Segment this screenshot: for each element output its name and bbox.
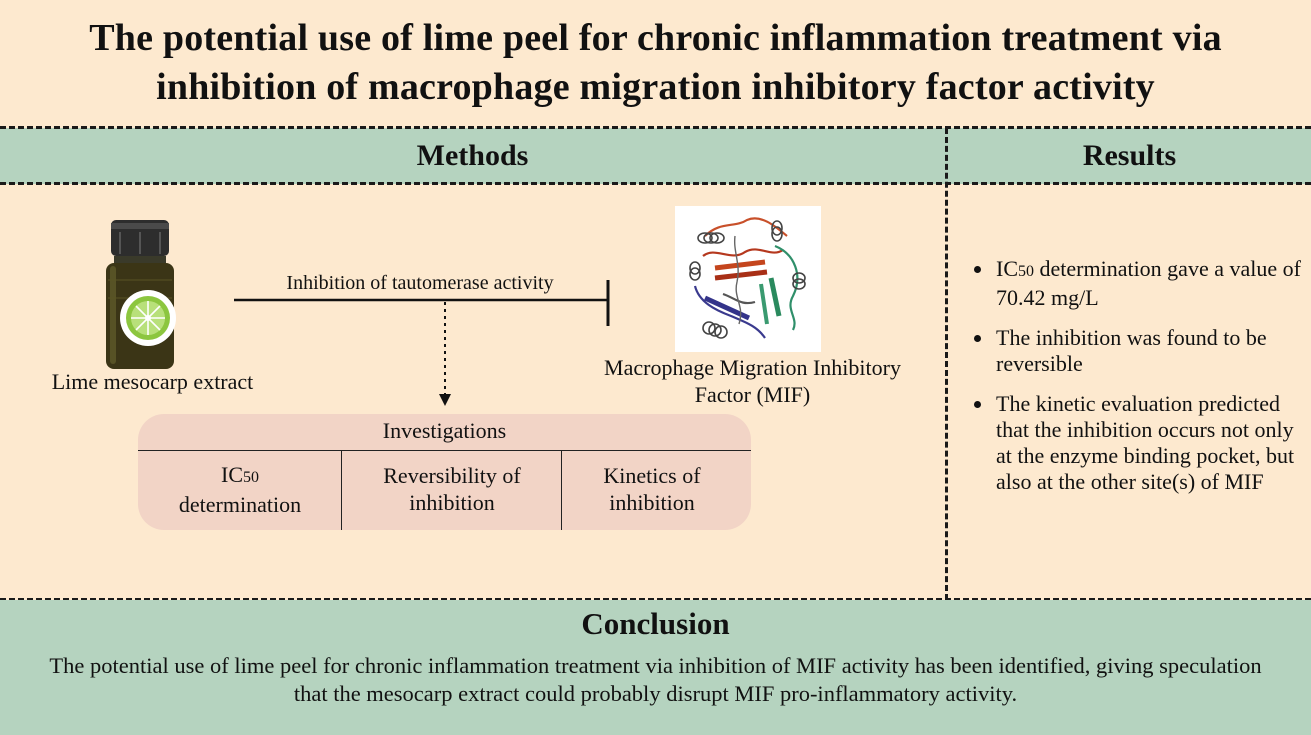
extract-label: Lime mesocarp extract [51, 369, 254, 394]
result-ic50-subscript: 50 [1018, 263, 1034, 280]
result-item-reversible: The inhibition was found to be reversibl… [994, 325, 1302, 377]
ic50-prefix: IC [221, 462, 243, 487]
mif-label-line-1: Macrophage Migration Inhibitory [604, 355, 901, 380]
conclusion-header: Conclusion [581, 606, 730, 641]
investigations-box [138, 414, 751, 530]
investigations-col-divider-2 [561, 450, 562, 530]
divider-top [0, 126, 1311, 129]
kinetics-line1: Kinetics of [603, 463, 701, 488]
investigation-ic50: IC50 determination [140, 461, 340, 518]
mif-protein-structure-icon [675, 206, 821, 352]
kinetics-line2: inhibition [609, 490, 695, 515]
reversibility-line1: Reversibility of [383, 463, 521, 488]
conclusion-text: The potential use of lime peel for chron… [49, 653, 1262, 706]
result-item-ic50: IC50 determination gave a value of 70.42… [994, 256, 1302, 311]
results-list: IC50 determination gave a value of 70.42… [972, 256, 1302, 509]
divider-vertical [945, 128, 948, 600]
poster-title: The potential use of lime peel for chron… [0, 14, 1311, 112]
investigation-reversibility: Reversibility of inhibition [343, 462, 561, 516]
methods-header: Methods [416, 139, 529, 172]
divider-bottom [0, 598, 1311, 601]
conclusion-band [0, 600, 1311, 735]
result-item-kinetics: The kinetic evaluation predicted that th… [994, 391, 1302, 495]
result-ic50-prefix: IC [996, 256, 1018, 281]
ic50-line2: determination [178, 492, 302, 517]
divider-header-bottom [0, 182, 1311, 185]
investigations-col-divider-1 [341, 450, 342, 530]
result-ic50-text: determination gave a value of 70.42 mg/L [996, 256, 1301, 310]
investigation-kinetics: Kinetics of inhibition [563, 462, 741, 516]
investigations-title: Investigations [382, 418, 507, 443]
extract-bottle-icon [106, 220, 176, 369]
reversibility-line2: inhibition [409, 490, 495, 515]
section-header-band [0, 128, 1311, 184]
arrow-label: Inhibition of tautomerase activity [286, 272, 554, 294]
investigations-divider-line [138, 450, 751, 451]
mif-label-line-2: Factor (MIF) [694, 382, 811, 407]
mif-label: Macrophage Migration Inhibitory Factor (… [570, 354, 935, 408]
title-line-2: inhibition of macrophage migration inhib… [156, 66, 1155, 108]
title-line-1: The potential use of lime peel for chron… [89, 17, 1222, 59]
inhibition-arrow [234, 280, 610, 406]
ic50-subscript: 50 [243, 469, 259, 486]
results-header: Results [1082, 139, 1177, 172]
